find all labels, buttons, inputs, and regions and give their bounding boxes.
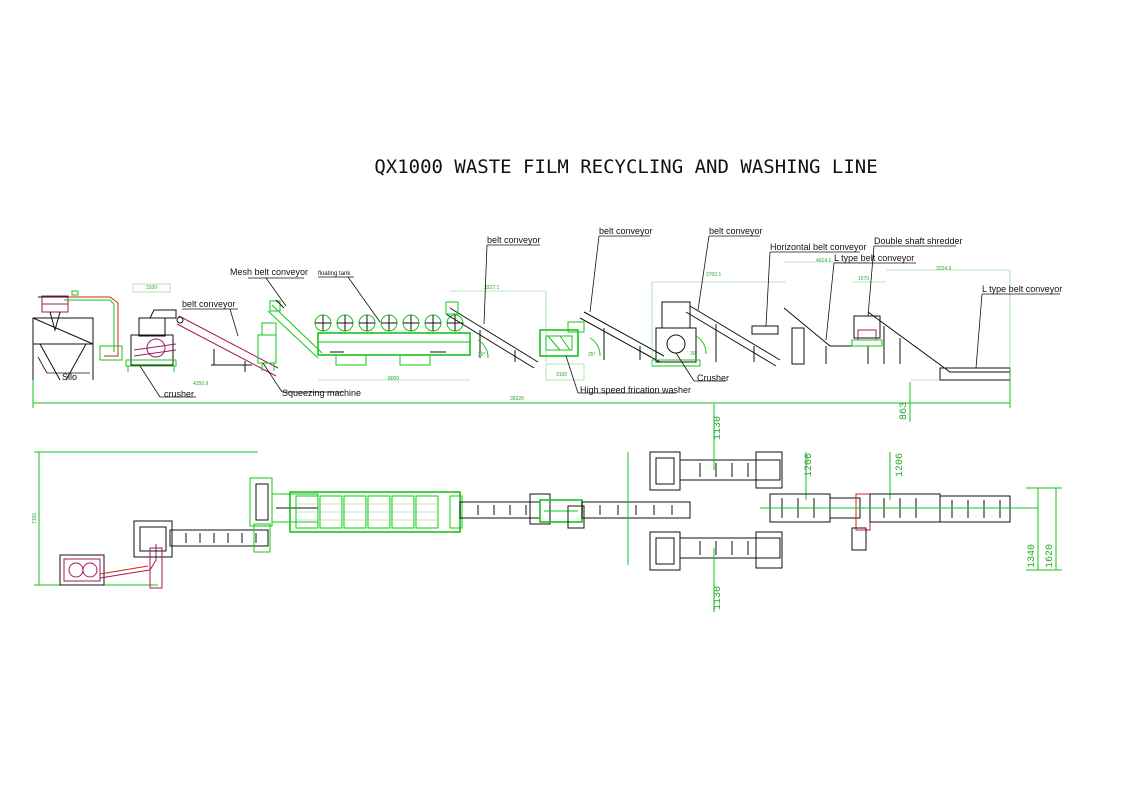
plan-view: 7150 bbox=[32, 404, 1062, 612]
belt-conveyor-3-label: belt conveyor bbox=[599, 226, 653, 236]
angle-2-dim: 25° bbox=[588, 352, 596, 358]
floating-tank-drawing bbox=[314, 314, 471, 381]
l-conveyor-1-span-dim: 4014.1 bbox=[816, 258, 832, 264]
l-type-conveyor-1-label: L type belt conveyor bbox=[834, 253, 914, 263]
plan-height-dim: 7150 bbox=[32, 513, 38, 524]
plan-1340-dim: 1340 bbox=[1027, 544, 1038, 568]
belt-conveyor-1-label: belt conveyor bbox=[182, 299, 236, 309]
plan-1130-bottom-dim: 1130 bbox=[713, 586, 724, 610]
belt-conveyor-4-drawing bbox=[685, 305, 781, 367]
conveyor-3-span-dim: 3700.1 bbox=[706, 272, 722, 278]
floating-tank-label: floating tank bbox=[318, 271, 351, 277]
double-shaft-shredder-label: Double shaft shredder bbox=[874, 236, 963, 246]
crusher-2-label: Crusher bbox=[697, 373, 729, 383]
crusher-width-dim: 3100 bbox=[146, 285, 157, 291]
height-863-dim: 863 bbox=[899, 402, 910, 420]
silo-drawing bbox=[32, 290, 123, 381]
floating-tank-length-dim: 8000 bbox=[388, 376, 399, 382]
belt-conveyor-2-drawing bbox=[445, 290, 547, 369]
total-length-dim: 36320 bbox=[510, 396, 524, 402]
belt-conveyor-2-label: belt conveyor bbox=[487, 235, 541, 245]
l-conveyor-2-span-dim: 3324.3 bbox=[936, 266, 952, 272]
drawing-title: QX1000 WASTE FILM RECYCLING AND WASHING … bbox=[374, 156, 877, 178]
plan-1206-a-dim: 1206 bbox=[804, 453, 815, 477]
mesh-belt-conveyor-drawing bbox=[257, 299, 323, 371]
horizontal-belt-conveyor-label: Horizontal belt conveyor bbox=[770, 242, 867, 252]
angle-1-dim: 30° bbox=[478, 352, 486, 358]
belt-conveyor-4-label: belt conveyor bbox=[709, 226, 763, 236]
l-type-conveyor-2-label: L type belt conveyor bbox=[982, 284, 1062, 294]
crusher-1-drawing bbox=[125, 283, 177, 372]
belt-1-length-dim: 4250.9 bbox=[193, 381, 209, 387]
friction-washer-label: High speed frication washer bbox=[580, 385, 691, 395]
plan-1620-dim: 1620 bbox=[1045, 544, 1056, 568]
friction-washer-drawing bbox=[539, 321, 585, 381]
crusher-1-label: crusher bbox=[164, 389, 194, 399]
double-shaft-shredder-drawing bbox=[851, 281, 886, 347]
conveyor-2-span-dim: 3327.1 bbox=[484, 285, 500, 291]
plan-1130-top-dim: 1130 bbox=[713, 416, 724, 440]
plan-1206-b-dim: 1206 bbox=[895, 453, 906, 477]
belt-conveyor-1-drawing bbox=[176, 315, 279, 377]
mesh-belt-conveyor-label: Mesh belt conveyor bbox=[230, 267, 308, 277]
belt-conveyor-3-drawing bbox=[579, 311, 665, 363]
l-type-conveyor-2-drawing bbox=[867, 269, 1011, 400]
silo-label: Silo bbox=[62, 372, 77, 382]
squeezing-machine-label: Squeezing machine bbox=[282, 388, 361, 398]
angle-3-dim: 30° bbox=[690, 351, 698, 357]
washer-base-dim: 3100 bbox=[556, 372, 567, 378]
horizontal-belt-conveyor-drawing bbox=[751, 325, 779, 335]
elevation-view: Silo 3100 crusher belt c bbox=[32, 226, 1062, 422]
shredder-width-dim: 1570 bbox=[858, 276, 869, 282]
